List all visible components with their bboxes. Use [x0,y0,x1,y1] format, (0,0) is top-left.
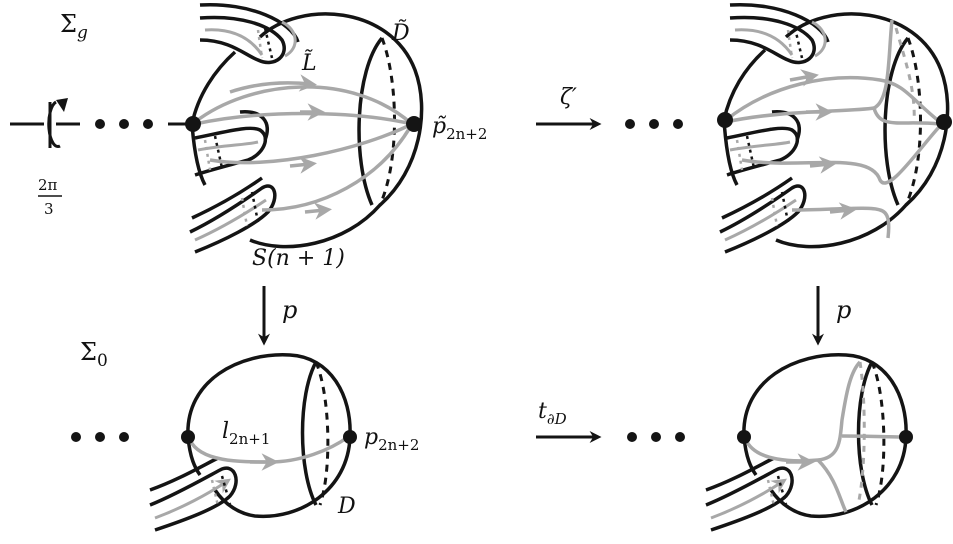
top-left-surface: Σg 2π 3 L̃ D̃ p̃2n+2 S(n + 1) [10,2,487,271]
disk-boundary-back [870,361,886,506]
marked-point-icon [936,114,952,130]
surface-outline [186,353,352,519]
arrow-t: t∂D [536,399,602,443]
disk-boundary-back [904,37,922,206]
label-t: t∂D [538,399,567,428]
label-sigma-0: Σ0 [80,338,108,371]
label-rotation-den: 3 [44,200,54,218]
twisted-arcs [724,19,942,239]
marked-point-icon [717,112,733,128]
twisted-arcs-back [894,27,916,125]
handle-tube-top [729,2,830,65]
handle-tube-lower [189,176,277,254]
ellipsis-bottom-right [627,432,685,442]
handle-tube-top [199,2,300,65]
ellipsis-top-left [95,119,153,129]
twisted-arc-right [841,434,907,439]
twisted-arc [744,360,862,463]
marked-point-icon [899,430,913,444]
surface-outline [742,353,908,519]
label-D-tilde: D̃ [391,20,410,46]
rotation-arrow-icon [47,98,68,149]
handle-tube-bottom [705,456,794,532]
disk-boundary-front [300,361,318,506]
ellipsis-top-right [625,119,683,129]
handle-tube-middle [726,110,801,177]
surface-left-upper [190,50,237,125]
label-p-tilde: p̃2n+2 [432,114,487,143]
bottom-right-surface [627,353,913,532]
marked-point-icon [343,430,357,444]
marked-point-icon [185,116,201,132]
marked-point-icon [181,430,195,444]
arrow-zeta: ζ′ [536,85,602,130]
label-p-left: p [282,296,297,324]
marked-point-icon [737,430,751,444]
label-p: p2n+2 [364,425,419,454]
arrow-down-left: p [258,286,297,346]
top-right-surface [625,2,952,254]
lift-arcs [193,74,414,220]
label-S: S(n + 1) [252,246,345,271]
label-p-right: p [836,296,851,324]
surface-left-upper [722,48,767,121]
disk-boundary-front [883,36,910,206]
twisted-arc-lower [816,458,848,513]
disk-boundary-front [856,361,874,506]
marked-point-icon [406,116,422,132]
label-D: D [337,494,356,519]
label-l: l2n+1 [222,419,270,448]
label-sigma-g: Σg [60,10,88,43]
disk-boundary-back [314,361,330,506]
handle-tube-lower [719,176,807,254]
handle-tube-bottom [149,456,238,532]
label-L-tilde: L̃ [301,50,317,76]
label-zeta: ζ′ [560,85,577,110]
ellipsis-bottom-left [71,432,129,442]
surface-outline [775,12,950,249]
arrow-down-right: p [812,286,851,346]
handle-tube-middle [194,110,269,177]
surface-left-lower [722,119,739,186]
surface-left-lower [190,123,207,186]
bottom-left-surface: Σ0 l2n+1 p2n+2 D [71,338,419,532]
label-rotation-num: 2π [38,176,58,194]
